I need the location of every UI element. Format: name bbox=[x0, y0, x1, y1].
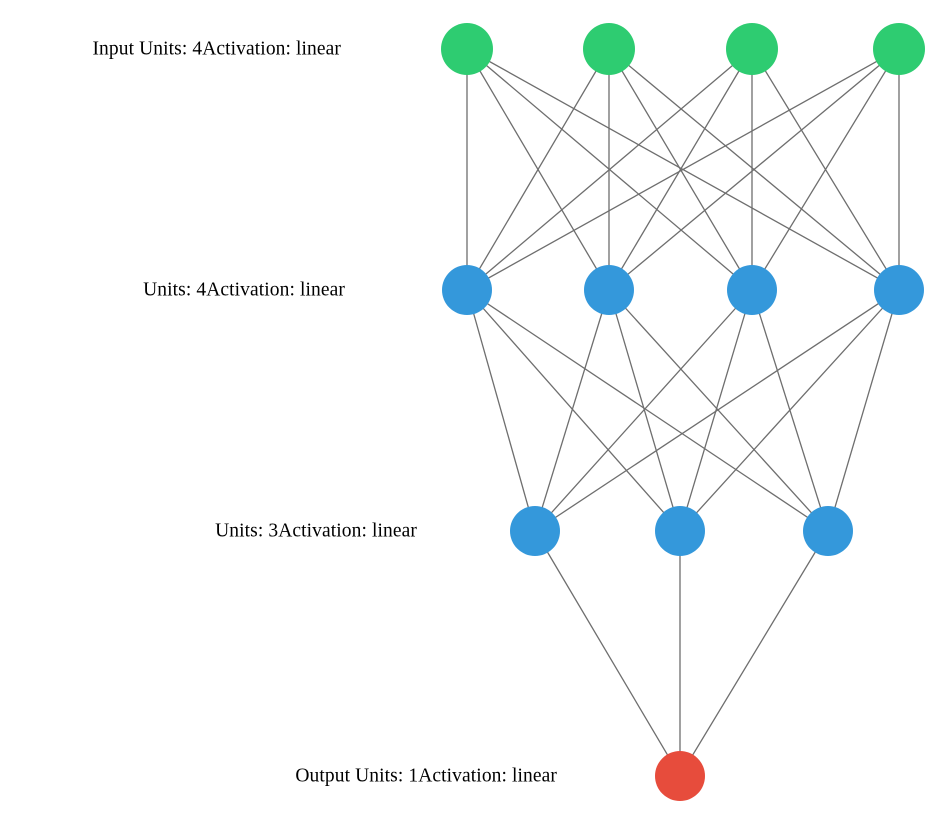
network-edge bbox=[466, 48, 900, 291]
network-edge bbox=[466, 289, 536, 532]
network-edge bbox=[679, 530, 829, 777]
network-edge bbox=[534, 289, 900, 532]
nodes-group bbox=[441, 23, 925, 801]
network-edge bbox=[466, 48, 610, 291]
network-node-hidden-1[interactable] bbox=[510, 506, 560, 556]
layer-label-hidden-layer-2: Units: 3Activation: linear bbox=[215, 520, 417, 542]
network-edge bbox=[679, 289, 900, 532]
network-edge bbox=[608, 289, 829, 532]
layer-label-input-layer: Input Units: 4Activation: linear bbox=[92, 38, 341, 60]
network-edge bbox=[608, 48, 900, 291]
network-node-input-1[interactable] bbox=[441, 23, 493, 75]
network-node-input-3[interactable] bbox=[726, 23, 778, 75]
network-edge bbox=[827, 289, 900, 532]
network-node-hidden-4[interactable] bbox=[874, 265, 924, 315]
network-edge bbox=[534, 530, 681, 777]
edges-group bbox=[466, 48, 900, 777]
network-node-hidden-3[interactable] bbox=[727, 265, 777, 315]
layer-label-hidden-layer-1: Units: 4Activation: linear bbox=[143, 279, 345, 301]
network-edge bbox=[466, 289, 829, 532]
network-node-input-2[interactable] bbox=[583, 23, 635, 75]
network-node-hidden-3[interactable] bbox=[803, 506, 853, 556]
network-edge bbox=[534, 289, 610, 532]
network-edge bbox=[466, 48, 753, 291]
network-edge bbox=[534, 289, 753, 532]
network-node-hidden-2[interactable] bbox=[655, 506, 705, 556]
network-edge bbox=[608, 48, 753, 291]
network-edge bbox=[466, 289, 681, 532]
network-node-hidden-2[interactable] bbox=[584, 265, 634, 315]
network-node-input-4[interactable] bbox=[873, 23, 925, 75]
network-edge bbox=[751, 48, 900, 291]
layer-label-output-layer: Output Units: 1Activation: linear bbox=[295, 765, 557, 787]
network-node-hidden-1[interactable] bbox=[442, 265, 492, 315]
network-edge bbox=[608, 289, 681, 532]
network-node-output-1[interactable] bbox=[655, 751, 705, 801]
